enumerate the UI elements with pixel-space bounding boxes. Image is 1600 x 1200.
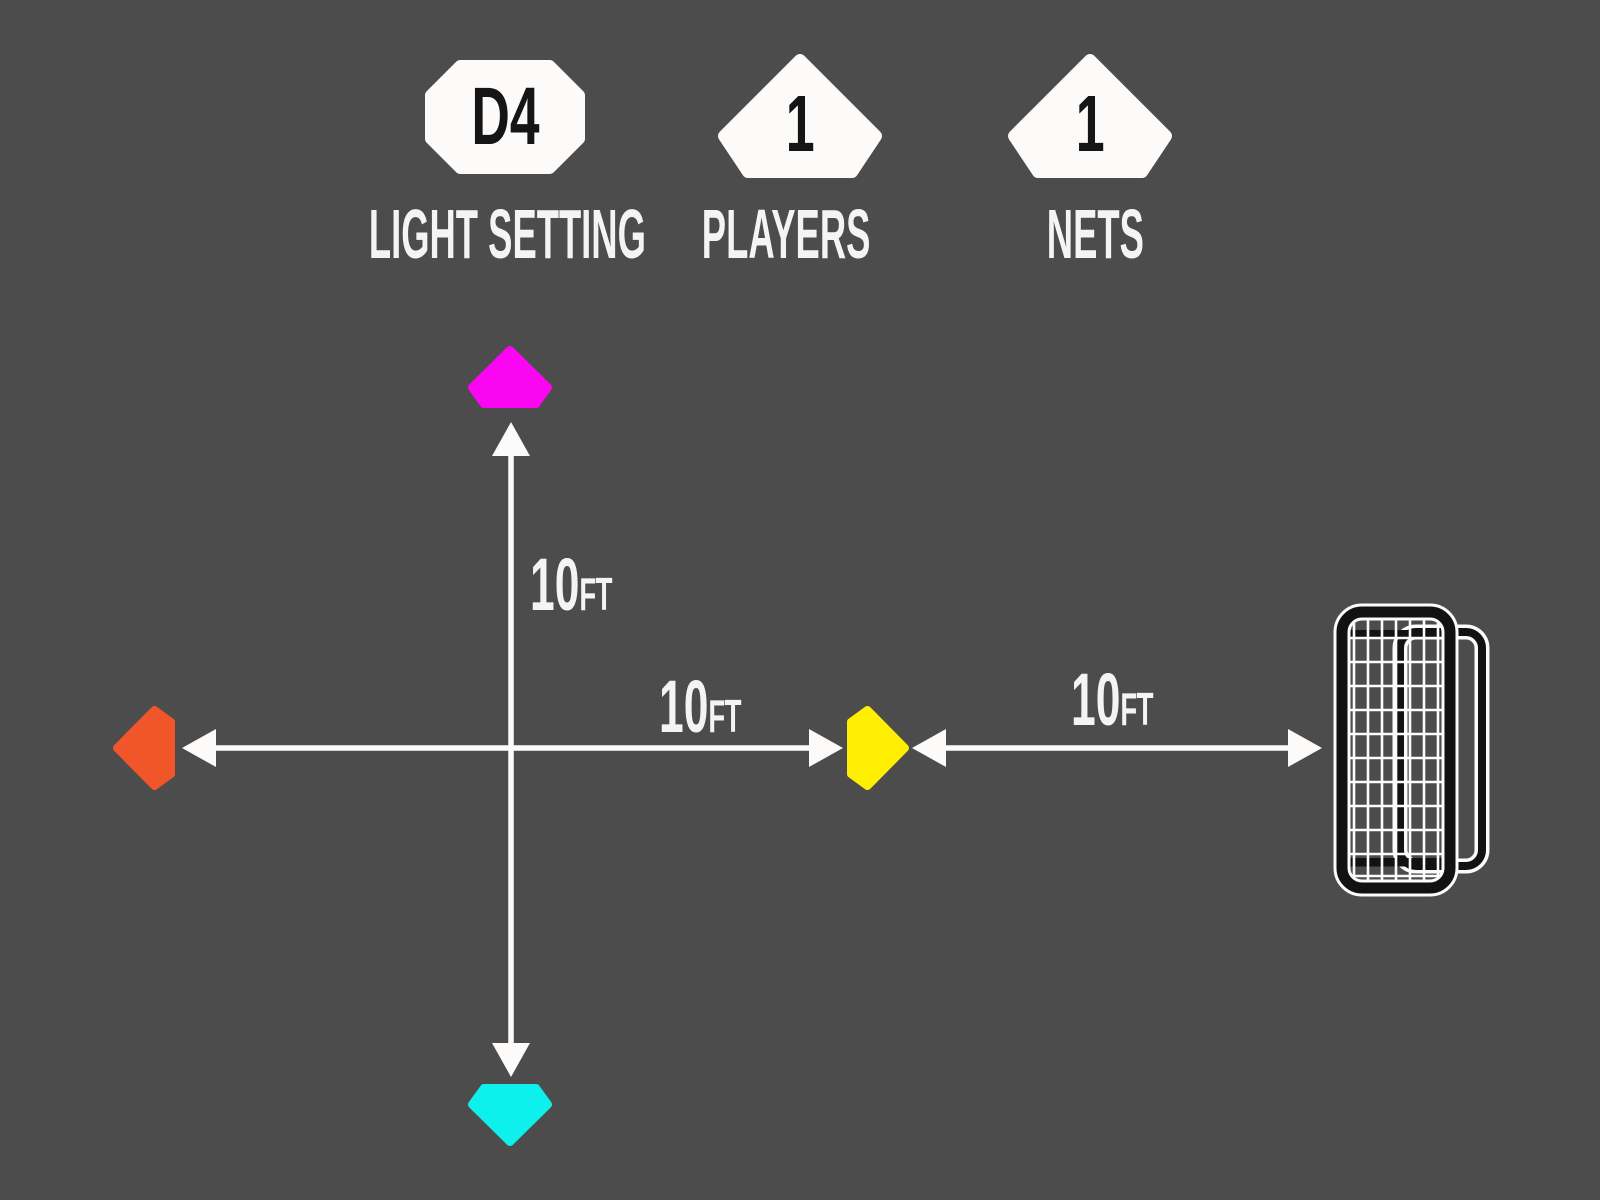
pod-left-orange <box>113 706 175 790</box>
nets-badge-shape <box>1008 54 1172 178</box>
pod-center-yellow <box>847 706 909 790</box>
net-front-frame <box>1336 606 1456 894</box>
net-icon <box>1333 603 1490 897</box>
light-setting-badge-shape <box>425 60 585 174</box>
pod-top-magenta <box>468 346 552 408</box>
arrowhead-up <box>492 422 530 456</box>
players-badge-shape <box>718 54 882 178</box>
arrowhead-right <box>809 729 843 767</box>
pod-bottom-cyan <box>468 1084 552 1146</box>
arrowhead-right <box>1288 729 1322 767</box>
arrowhead-left <box>912 729 946 767</box>
players-count: 1 <box>785 79 815 168</box>
players-label: PLAYERS <box>701 195 871 273</box>
light-setting-value: D4 <box>470 71 540 162</box>
horizontal-distance-arrow <box>182 729 843 767</box>
nets-count: 1 <box>1075 79 1105 168</box>
light-setting-label: LIGHT SETTING <box>368 195 646 273</box>
arrowhead-left <box>182 729 216 767</box>
net-distance-arrow <box>912 729 1322 767</box>
nets-label: NETS <box>1046 195 1144 273</box>
net-mesh <box>1344 614 1448 886</box>
arrowhead-down <box>492 1043 530 1077</box>
